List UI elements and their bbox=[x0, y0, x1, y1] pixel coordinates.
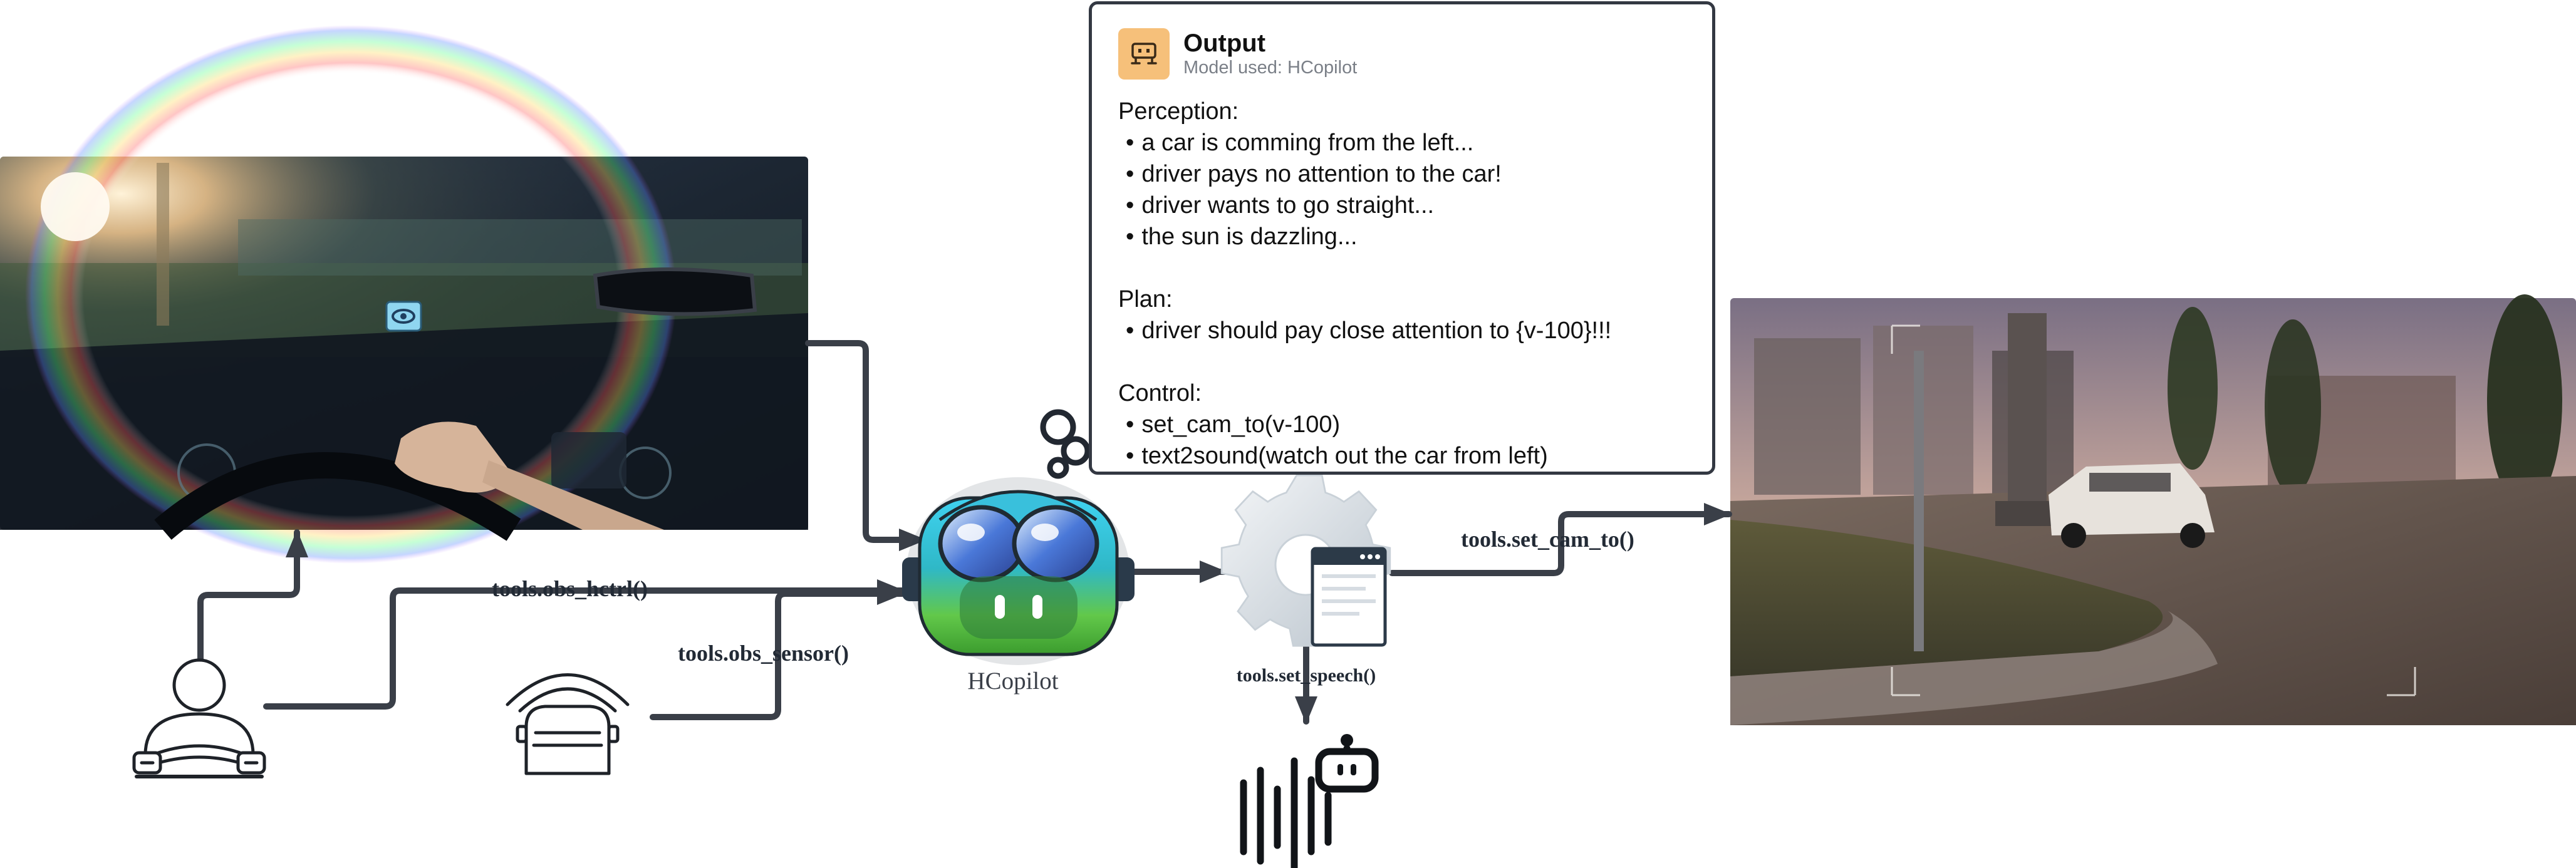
plan-heading: Plan: bbox=[1118, 286, 1173, 313]
control-section: Control: set_cam_to(v-100) text2sound(wa… bbox=[1118, 378, 1686, 472]
list-item: text2sound(watch out the car from left) bbox=[1118, 440, 1686, 472]
obs-sensor-label: tools.obs_sensor() bbox=[678, 641, 849, 666]
car-image bbox=[2049, 463, 2215, 548]
connector-driver-to-image bbox=[197, 529, 308, 667]
output-card-titles: Output Model used: HCopilot bbox=[1183, 29, 1357, 78]
list-item: driver wants to go straight... bbox=[1118, 190, 1686, 221]
connectors bbox=[197, 340, 1732, 725]
connector-sensor bbox=[650, 582, 905, 720]
eye-tracking-icon bbox=[385, 301, 422, 332]
plan-list: driver should pay close attention to {v-… bbox=[1118, 315, 1686, 346]
road-scene-image bbox=[1730, 294, 2576, 725]
list-item: driver pays no attention to the car! bbox=[1118, 158, 1686, 190]
connector-image-to-hcopilot bbox=[805, 340, 927, 551]
list-item: the sun is dazzling... bbox=[1118, 221, 1686, 252]
set-cam-to-label: tools.set_cam_to() bbox=[1461, 527, 1634, 552]
perception-list: a car is comming from the left... driver… bbox=[1118, 127, 1686, 252]
connector-hctrl bbox=[263, 579, 905, 710]
perception-section: Perception: a car is comming from the le… bbox=[1118, 96, 1686, 252]
list-item: set_cam_to(v-100) bbox=[1118, 409, 1686, 440]
output-card-header: Output Model used: HCopilot bbox=[1118, 28, 1686, 80]
thought-bubbles bbox=[1040, 409, 1091, 479]
robot-icon bbox=[1118, 28, 1170, 80]
hcopilot-label: HCopilot bbox=[967, 668, 1058, 695]
output-title: Output bbox=[1183, 29, 1266, 57]
control-list: set_cam_to(v-100) text2sound(watch out t… bbox=[1118, 409, 1686, 472]
driver-view-image bbox=[0, 25, 808, 564]
car-sensor-icon bbox=[506, 673, 630, 775]
list-item: driver should pay close attention to {v-… bbox=[1118, 315, 1686, 346]
driver-steering-icon bbox=[132, 658, 266, 778]
control-heading: Control: bbox=[1118, 380, 1202, 406]
perception-heading: Perception: bbox=[1118, 98, 1239, 125]
gear-window-icon bbox=[1220, 474, 1391, 647]
output-card: Output Model used: HCopilot Perception: … bbox=[1089, 1, 1715, 475]
robot-icon-glyph bbox=[1131, 43, 1157, 65]
speech-sound-bot-icon bbox=[1240, 734, 1379, 868]
hcopilot-mascot-icon bbox=[902, 477, 1135, 665]
connector-gear-to-scene bbox=[1389, 503, 1732, 576]
obs-hctrl-label: tools.obs_hctrl() bbox=[492, 576, 648, 601]
set-speech-label: tools.set_speech() bbox=[1237, 665, 1376, 686]
plan-section: Plan: driver should pay close attention … bbox=[1118, 284, 1686, 346]
list-item: a car is comming from the left... bbox=[1118, 127, 1686, 158]
model-used-text: Model used: HCopilot bbox=[1183, 58, 1358, 78]
